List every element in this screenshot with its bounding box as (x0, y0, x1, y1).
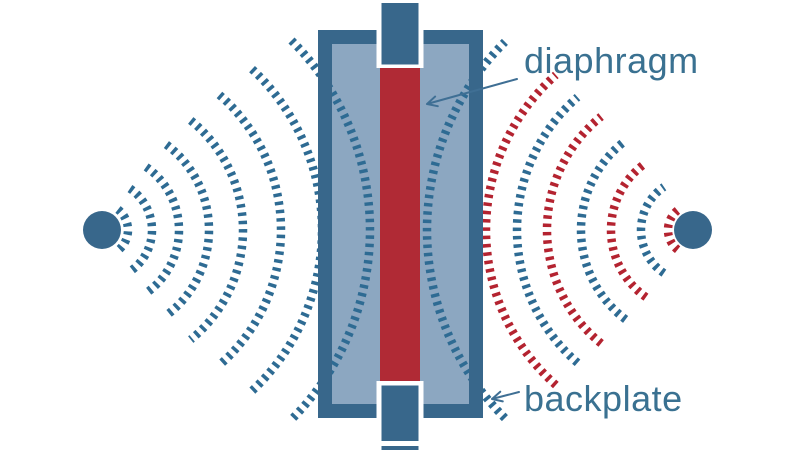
diaphragm-label: diaphragm (524, 40, 699, 81)
right-wave-arc (422, 38, 508, 422)
right-wave-arc (481, 71, 559, 389)
right-wave-group (422, 38, 681, 422)
backplate-arrow (491, 390, 520, 403)
right-sound-source (674, 211, 712, 249)
left-wave-arc (127, 185, 157, 275)
left-wave-arc (216, 91, 286, 369)
top-clamp (381, 3, 419, 65)
right-wave-arc (576, 137, 629, 323)
diaphragm-arrow (426, 78, 518, 108)
left-wave-arc (249, 65, 327, 395)
diaphragm-arrow-path (426, 78, 518, 108)
right-wave-arc (512, 93, 581, 367)
left-sound-source (83, 211, 121, 249)
left-wave-arc (115, 206, 133, 254)
backplate-arrow-path (491, 390, 520, 403)
backplate-label: backplate (524, 378, 683, 419)
diaphragm-bar (380, 68, 420, 381)
left-wave-arc (143, 163, 184, 297)
left-wave-arc (188, 117, 248, 343)
right-wave-arc (542, 113, 604, 347)
right-wave-arc (636, 183, 667, 277)
right-wave-arc (606, 159, 649, 301)
left-wave-arc (163, 141, 214, 319)
bottom-clamp (381, 385, 419, 441)
bottom-clamp-stub (381, 446, 419, 450)
